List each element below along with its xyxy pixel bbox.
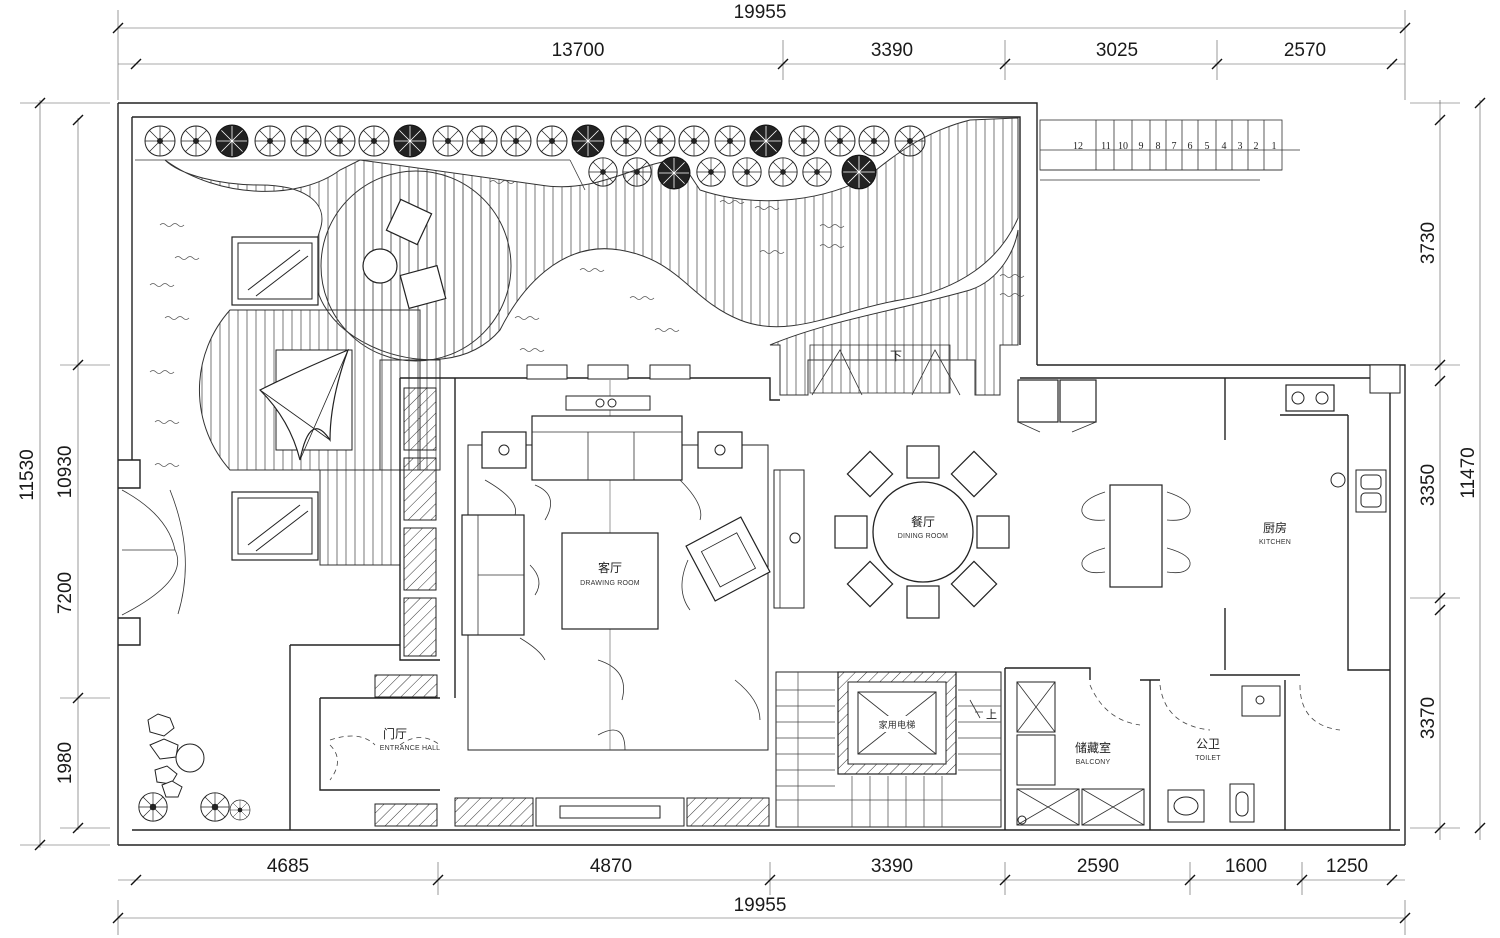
garden-furniture: [231, 198, 447, 561]
sofa-main: [531, 415, 683, 481]
kitchen-label-cn: 厨房: [1263, 520, 1287, 535]
bottom-cabinets: [454, 797, 770, 827]
bottom-dim-2: 4870: [590, 856, 632, 877]
dining-label-en: DINING ROOM: [898, 533, 948, 540]
armchair: [685, 516, 771, 602]
right-dim-1: 3730: [1418, 222, 1439, 264]
dimension-right: 3730 3350 3370 11470: [1410, 97, 1486, 840]
step-7: 7: [1172, 141, 1177, 152]
tree-row: [144, 124, 926, 190]
top-dim-3: 3025: [1096, 40, 1138, 61]
bottom-dim-4: 2590: [1077, 856, 1119, 877]
elevator-label: 家用电梯: [879, 719, 916, 730]
kitchen-label-en: KITCHEN: [1259, 539, 1291, 546]
house-walls: [118, 364, 1406, 846]
step-3: 3: [1238, 141, 1243, 152]
bottom-dim-6: 1250: [1326, 856, 1368, 877]
exterior-stair: 12 11 10 9 8 7 6 5 4 3 2 1: [1039, 119, 1300, 181]
toilet: 公卫 TOILET: [1159, 684, 1341, 823]
step-11: 11: [1101, 141, 1111, 152]
kitchen-sink: [1355, 469, 1387, 513]
balcony: 储藏室 BALCONY: [1016, 681, 1145, 826]
shoe-cabinets: [403, 387, 437, 657]
entrance-hall: 门厅 ENTRANCE HALL: [329, 674, 441, 827]
entrance-label-en: ENTRANCE HALL: [380, 745, 441, 752]
left-dim-1: 10930: [55, 446, 76, 499]
step-2: 2: [1254, 141, 1259, 152]
bottom-dim-3: 3390: [871, 856, 913, 877]
kitchen: 厨房 KITCHEN: [1017, 364, 1401, 588]
drawing-label-cn: 客厅: [598, 560, 622, 575]
toilet-label-cn: 公卫: [1196, 737, 1220, 751]
dining-table: [872, 481, 974, 583]
bottom-total-dim: 19955: [734, 895, 787, 916]
bottom-dim-1: 4685: [267, 856, 309, 877]
stair-core: 家用电梯 上: [775, 671, 1002, 828]
entrance-label-cn: 门厅: [383, 726, 407, 741]
step-4: 4: [1222, 141, 1227, 152]
right-dim-3: 3370: [1418, 697, 1439, 739]
right-dim-2: 3350: [1418, 464, 1439, 506]
step-8: 8: [1156, 141, 1161, 152]
step-1: 1: [1272, 141, 1277, 152]
top-total-dim: 19955: [734, 2, 787, 23]
step-6: 6: [1188, 141, 1193, 152]
dimension-bottom: 4685 4870 3390 2590 1600 1250 19955: [112, 856, 1411, 935]
kitchen-table: [1109, 484, 1163, 588]
bottom-dim-5: 1600: [1225, 856, 1267, 877]
squat-toilet: [1229, 783, 1255, 823]
left-dim-3: 1980: [55, 742, 76, 784]
up-label: 上: [986, 708, 997, 721]
down-label: 下: [890, 349, 902, 363]
step-12: 12: [1073, 141, 1083, 152]
left-outer-dim: 11530: [17, 449, 38, 500]
entrance-door[interactable]: [121, 489, 186, 616]
rock-garden: [138, 713, 251, 822]
left-dim-2: 7200: [55, 572, 76, 614]
step-10: 10: [1118, 141, 1128, 152]
top-dim-2: 3390: [871, 40, 913, 61]
dining-label-cn: 餐厅: [911, 514, 935, 529]
step-5: 5: [1205, 141, 1210, 152]
drawing-room: 客厅 DRAWING ROOM: [461, 364, 805, 751]
top-dim-1: 13700: [552, 40, 605, 61]
dining-room: 下 餐厅 DINING ROOM: [809, 344, 1010, 619]
coffee-table: [561, 532, 659, 630]
right-total-dim: 11470: [1458, 447, 1479, 498]
drawing-label-en: DRAWING ROOM: [580, 580, 640, 587]
balcony-label-cn: 储藏室: [1075, 740, 1111, 755]
lawn-marks: [149, 180, 1025, 467]
toilet-label-en: TOILET: [1195, 755, 1221, 762]
dimension-top: 19955 13700 3390 3025 2570: [112, 2, 1411, 100]
balcony-label-en: BALCONY: [1076, 759, 1111, 766]
top-dim-4: 2570: [1284, 40, 1326, 61]
garden: 12 11 10 9 8 7 6 5 4 3 2 1: [117, 102, 1300, 845]
dimension-left: 11530 10930 7200 1980: [17, 97, 110, 851]
wash-basin: [1167, 789, 1205, 823]
step-9: 9: [1139, 141, 1144, 152]
